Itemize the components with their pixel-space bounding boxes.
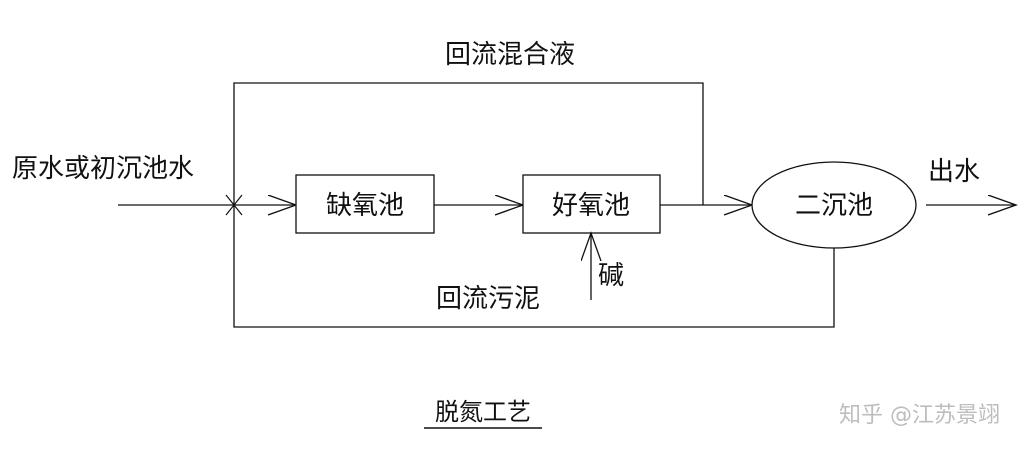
alkali-label: 碱 (598, 261, 624, 291)
return-sludge-label: 回流污泥 (436, 284, 540, 314)
return-sludge-loop (233, 205, 835, 328)
anoxic-tank-box (295, 174, 435, 234)
secondary-clarifier-label: 二沉池 (795, 191, 873, 221)
watermark: 知乎 @江苏景翊 (839, 403, 1000, 428)
return-mixed-liquor-loop (233, 82, 704, 205)
return-mixed-liquor-label: 回流混合液 (445, 40, 575, 70)
effluent-label: 出水 (928, 157, 980, 187)
anoxic-tank-label: 缺氧池 (326, 191, 404, 221)
influent-label: 原水或初沉池水 (12, 154, 194, 184)
caption-label: 脱氮工艺 (435, 398, 531, 426)
aerobic-tank-label: 好氧池 (552, 191, 630, 221)
